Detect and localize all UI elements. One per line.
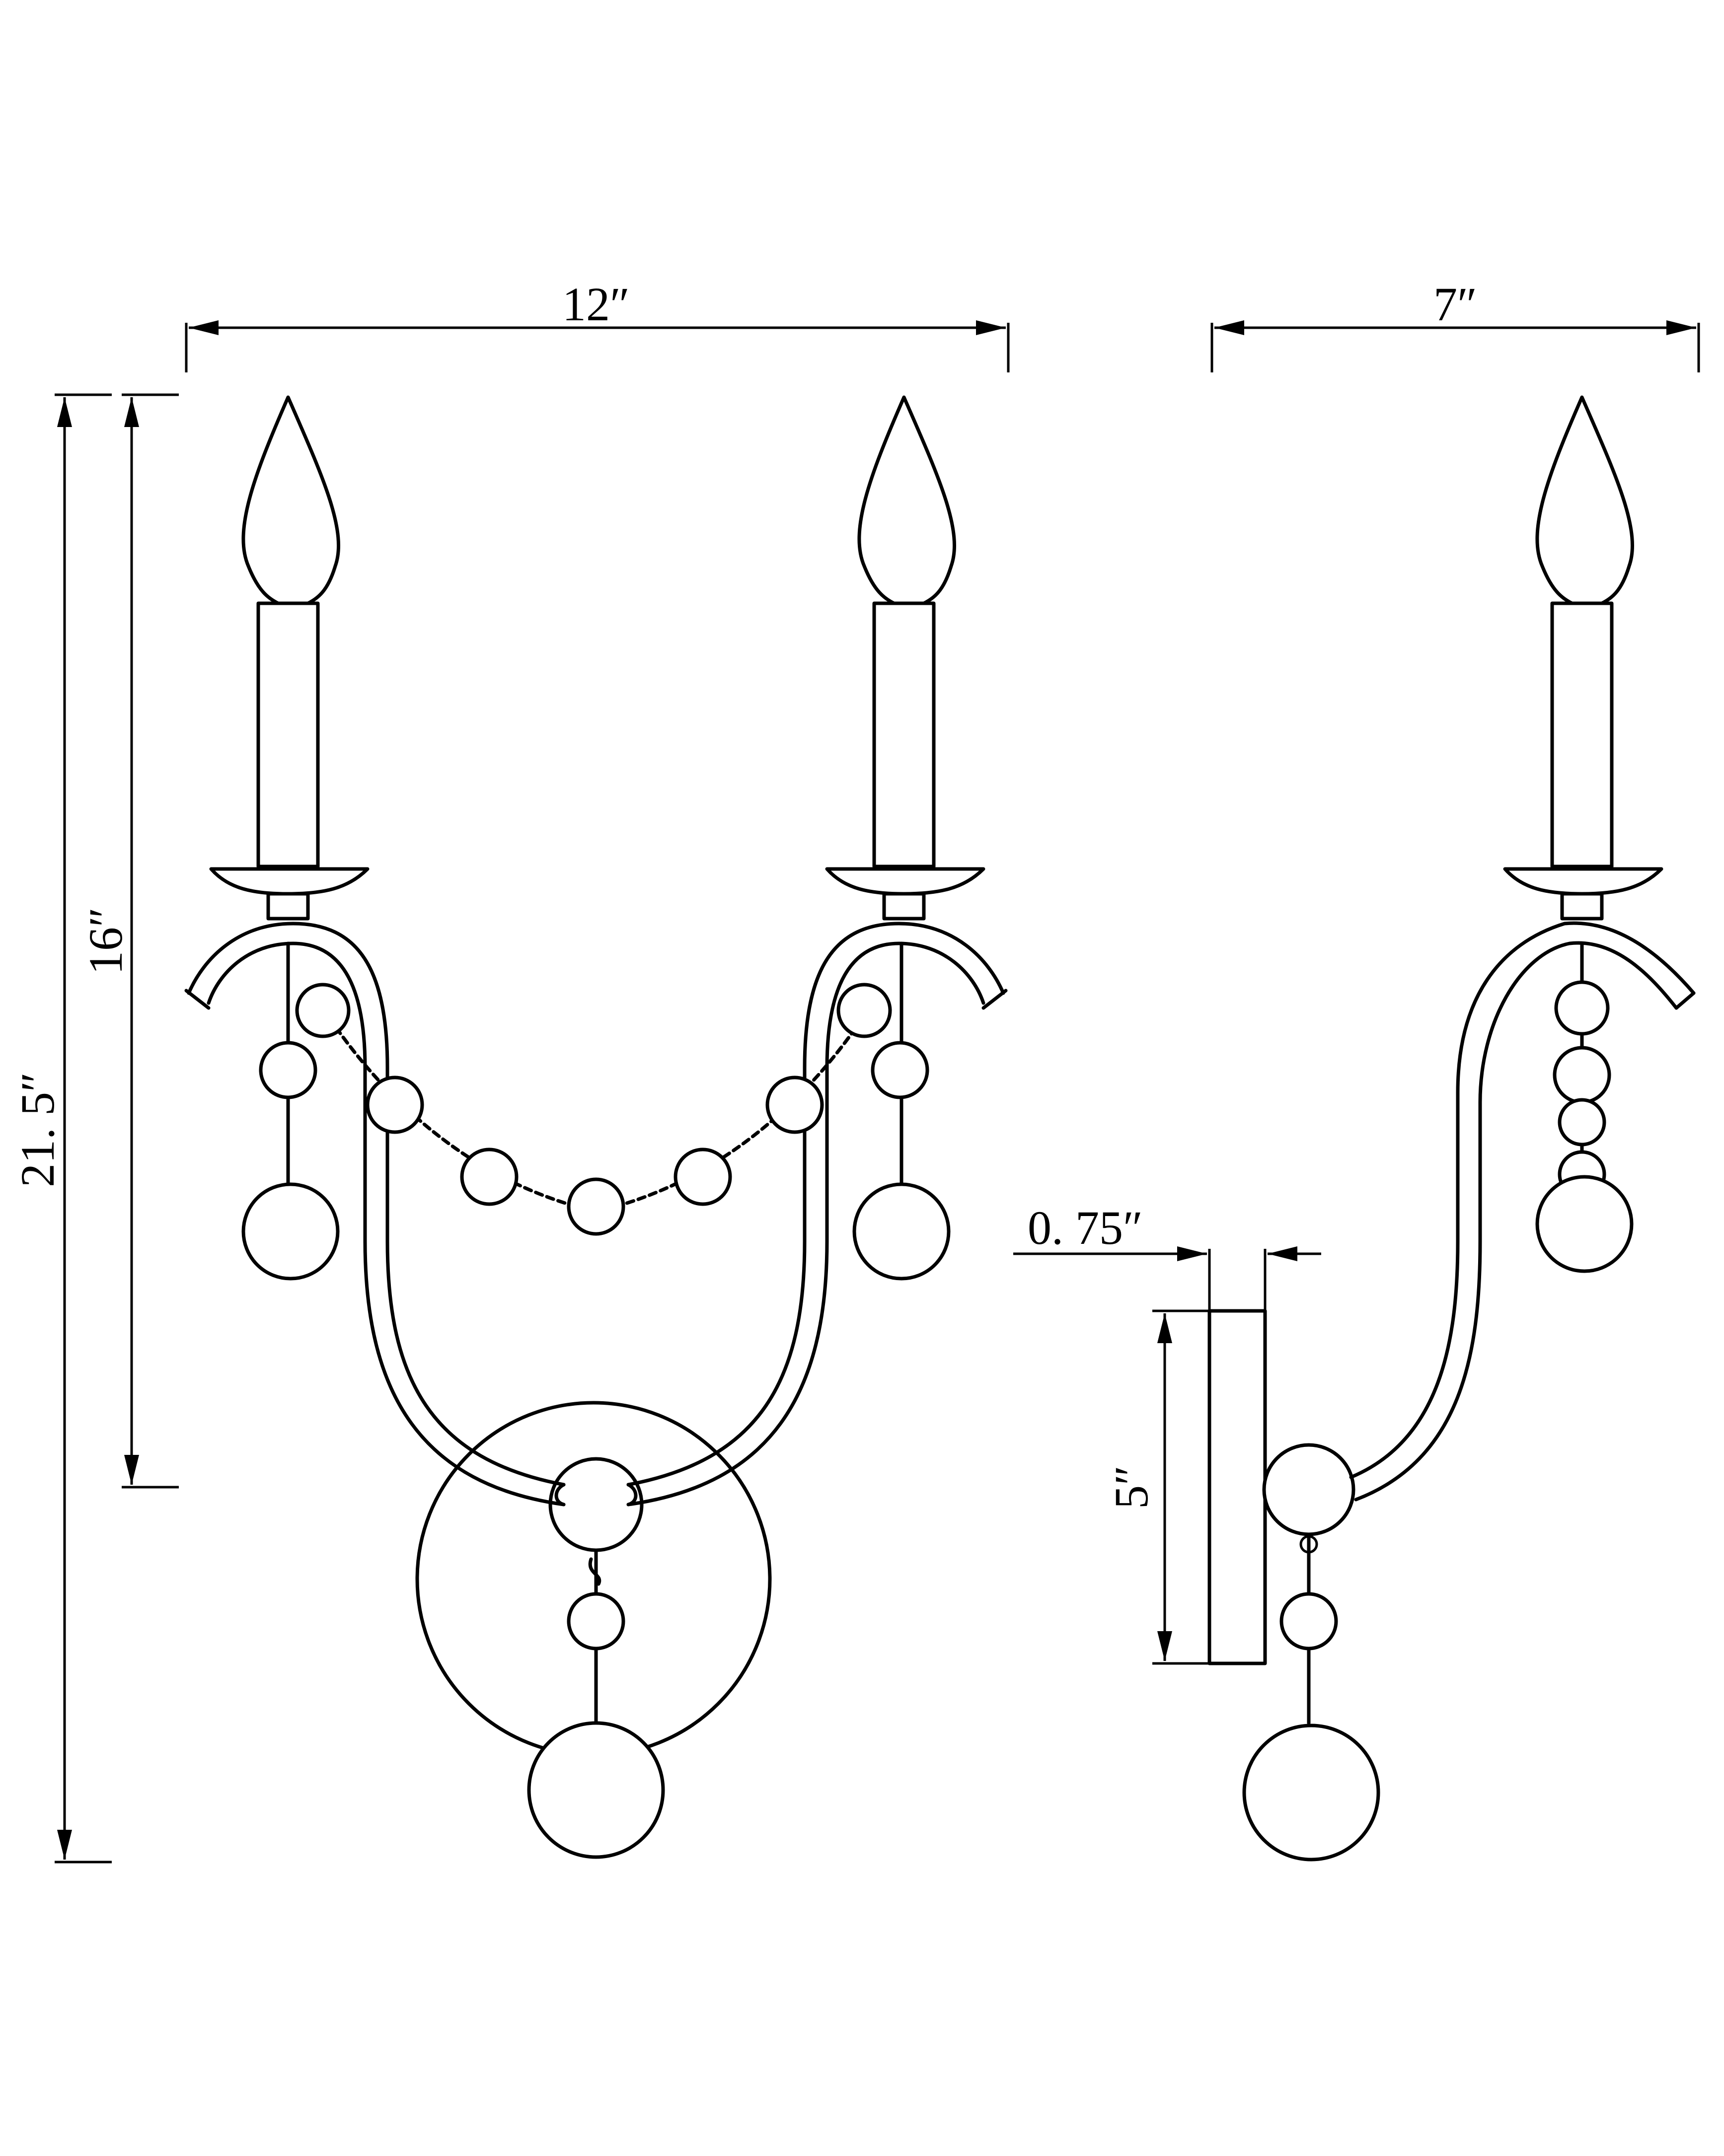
crystal-bead [460, 1148, 519, 1206]
side-candle [1503, 395, 1663, 921]
backplate-height-label: 5″ [1105, 1465, 1158, 1509]
front-candle-right [825, 395, 985, 921]
crystal-bead [259, 1041, 317, 1099]
crystal-bead [1558, 1098, 1606, 1147]
front-arm-right-inner [626, 941, 985, 1507]
height-to-backplate-label: 16″ [79, 907, 132, 975]
hook-icon [588, 1557, 601, 1586]
front-arm-left-outer [187, 922, 566, 1487]
front-arm-end-left-cap [554, 1483, 566, 1507]
side-backplate [1207, 1309, 1267, 1665]
side-hub [1262, 1443, 1355, 1536]
front-arm-end-right-cap [626, 1483, 638, 1507]
front-candle-left [209, 395, 370, 921]
candle-cup [266, 892, 310, 921]
crystal-bead [295, 983, 351, 1038]
bobeche [825, 867, 985, 896]
crystal-bead [366, 1076, 424, 1134]
backplate-depth-label: 0. 75″ [1028, 1201, 1143, 1254]
side-arm-outer [1349, 921, 1696, 1479]
bulb-icon [241, 395, 340, 605]
crystal-bead [567, 1177, 625, 1236]
candle-cup [1560, 892, 1604, 921]
bobeche [1503, 867, 1663, 896]
front-arm-end-right [981, 989, 1008, 1010]
overall-height-label: 21. 5″ [11, 1072, 64, 1187]
front-arm-right-outer [626, 922, 1005, 1487]
front-view [184, 395, 1008, 1859]
candle-sleeve [872, 601, 936, 868]
side-arm-inner [1354, 941, 1678, 1502]
front-arm-left-inner [207, 941, 566, 1507]
side-depth-label: 7″ [1433, 278, 1477, 331]
crystal-bead [871, 1041, 929, 1099]
front-arm-end-left [184, 989, 211, 1010]
bulb-icon [1535, 395, 1634, 605]
side-arm-end [1674, 991, 1696, 1010]
crystal-ball [1535, 1175, 1634, 1273]
crystal-bead [836, 983, 892, 1038]
candle-cup [882, 892, 926, 921]
crystal-bead [1279, 1592, 1338, 1651]
crystal-bead [1299, 1535, 1318, 1554]
side-view [1207, 395, 1696, 1862]
candle-sleeve [1550, 601, 1614, 868]
crystal-bead [1553, 1046, 1611, 1104]
crystal-ball [852, 1182, 951, 1281]
bulb-icon [857, 395, 956, 605]
crystal-ball [241, 1182, 340, 1281]
front-width-label: 12″ [562, 278, 630, 331]
crystal-ball [527, 1721, 665, 1859]
dimension-lines [55, 320, 1700, 1864]
crystal-ball [1242, 1724, 1380, 1862]
crystal-bead [674, 1148, 732, 1206]
bobeche [209, 867, 370, 896]
crystal-bead [567, 1592, 625, 1651]
front-backplate [415, 1401, 772, 1757]
crystal-bead [1554, 980, 1610, 1036]
crystal-bead [765, 1076, 824, 1134]
candle-sleeve [256, 601, 320, 868]
